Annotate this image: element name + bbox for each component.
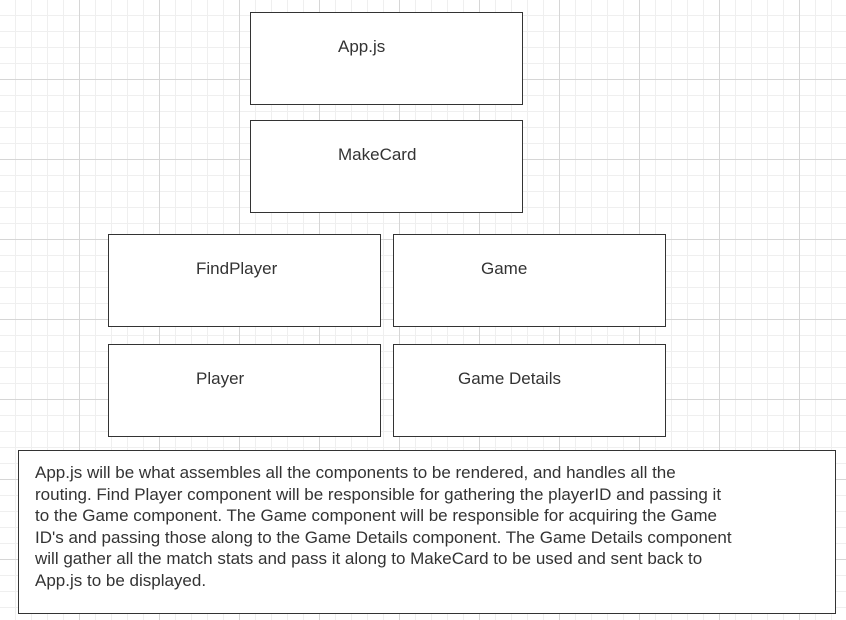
node-app-js[interactable]: App.js xyxy=(250,12,523,105)
node-player[interactable]: Player xyxy=(108,344,381,437)
node-game-label: Game xyxy=(481,259,528,278)
node-makecard-label: MakeCard xyxy=(338,145,417,164)
node-makecard[interactable]: MakeCard xyxy=(250,120,523,213)
description-text: App.js will be what assembles all the co… xyxy=(35,463,732,590)
node-player-label: Player xyxy=(196,369,245,388)
node-game-details[interactable]: Game Details xyxy=(393,344,666,437)
description-note[interactable]: App.js will be what assembles all the co… xyxy=(18,450,836,614)
node-findplayer[interactable]: FindPlayer xyxy=(108,234,381,327)
node-game-details-label: Game Details xyxy=(458,369,561,388)
node-app-js-label: App.js xyxy=(338,37,386,56)
node-findplayer-label: FindPlayer xyxy=(196,259,278,278)
node-game[interactable]: Game xyxy=(393,234,666,327)
